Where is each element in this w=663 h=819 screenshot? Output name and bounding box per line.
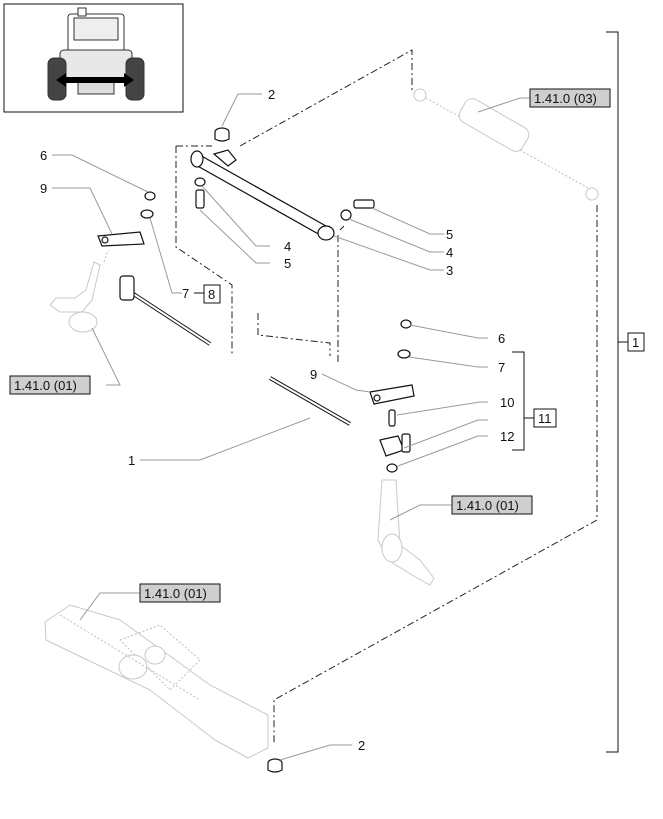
callout-10: 10 (500, 395, 514, 410)
callout-9-right: 9 (310, 367, 317, 382)
boot-top (214, 127, 230, 142)
callout-6-left: 6 (40, 148, 47, 163)
callout-4-right: 4 (446, 245, 453, 260)
front-axle-ghost (44, 604, 269, 759)
nut-right-6 (400, 319, 412, 329)
tie-rod-left (119, 275, 212, 346)
box-11: 11 (533, 408, 557, 428)
bolt-right-5 (353, 199, 375, 209)
svg-text:11: 11 (538, 411, 552, 426)
tractor-icon (47, 7, 145, 101)
tie-rod-right (269, 376, 351, 426)
svg-text:1.41.0 (01): 1.41.0 (01) (456, 498, 519, 513)
svg-text:1.41.0 (03): 1.41.0 (03) (534, 91, 597, 106)
ball-joint-12 (379, 433, 411, 473)
bolt-left-5 (195, 189, 205, 209)
ref-box-left[interactable]: 1.41.0 (01) (9, 375, 91, 395)
box-8: 8 (203, 284, 221, 304)
svg-text:1: 1 (632, 335, 639, 350)
callout-9-left: 9 (40, 181, 47, 196)
callout-5-left: 5 (284, 256, 291, 271)
ref-box-top-right[interactable]: 1.41.0 (03) (529, 88, 611, 108)
right-knuckle-ghost (377, 479, 435, 586)
svg-text:1.41.0 (01): 1.41.0 (01) (144, 586, 207, 601)
box-1: 1 (627, 332, 645, 352)
callout-7-right: 7 (498, 360, 505, 375)
ref-box-bottom[interactable]: 1.41.0 (01) (139, 583, 221, 603)
callout-5-right: 5 (446, 227, 453, 242)
tractor-thumbnail (3, 3, 184, 113)
callout-2-top: 2 (268, 87, 275, 102)
washer-left-7 (140, 209, 154, 219)
callout-labels: 2 6 9 7 4 5 5 4 3 6 7 9 10 12 1 2 (40, 87, 514, 753)
nut-left-6 (144, 191, 156, 201)
ref-box-mid-right[interactable]: 1.41.0 (01) (451, 495, 533, 515)
left-knuckle-ghost (49, 249, 109, 333)
callout-1: 1 (128, 453, 135, 468)
tie-rod-tube (190, 149, 335, 241)
nut-left-4 (194, 177, 206, 187)
leader-lines (52, 93, 530, 761)
washer-right-7 (397, 349, 411, 359)
nut-right-4 (340, 209, 352, 221)
svg-text:1.41.0 (01): 1.41.0 (01) (14, 378, 77, 393)
callout-3: 3 (446, 263, 453, 278)
pin-10 (388, 409, 396, 427)
svg-text:8: 8 (208, 287, 215, 302)
bracket-lines (194, 31, 628, 753)
callout-4-left: 4 (284, 239, 291, 254)
callout-12: 12 (500, 429, 514, 444)
callout-6-right: 6 (498, 331, 505, 346)
steering-arm-left (97, 231, 145, 247)
axle-highlight-arrow (56, 73, 134, 87)
callout-7-left: 7 (182, 286, 189, 301)
callout-2-bottom: 2 (358, 738, 365, 753)
steering-cylinder-ghost (413, 88, 599, 201)
steering-arm-right (369, 384, 415, 405)
boot-bottom (267, 758, 283, 773)
assembly-guide-lines (175, 49, 598, 745)
